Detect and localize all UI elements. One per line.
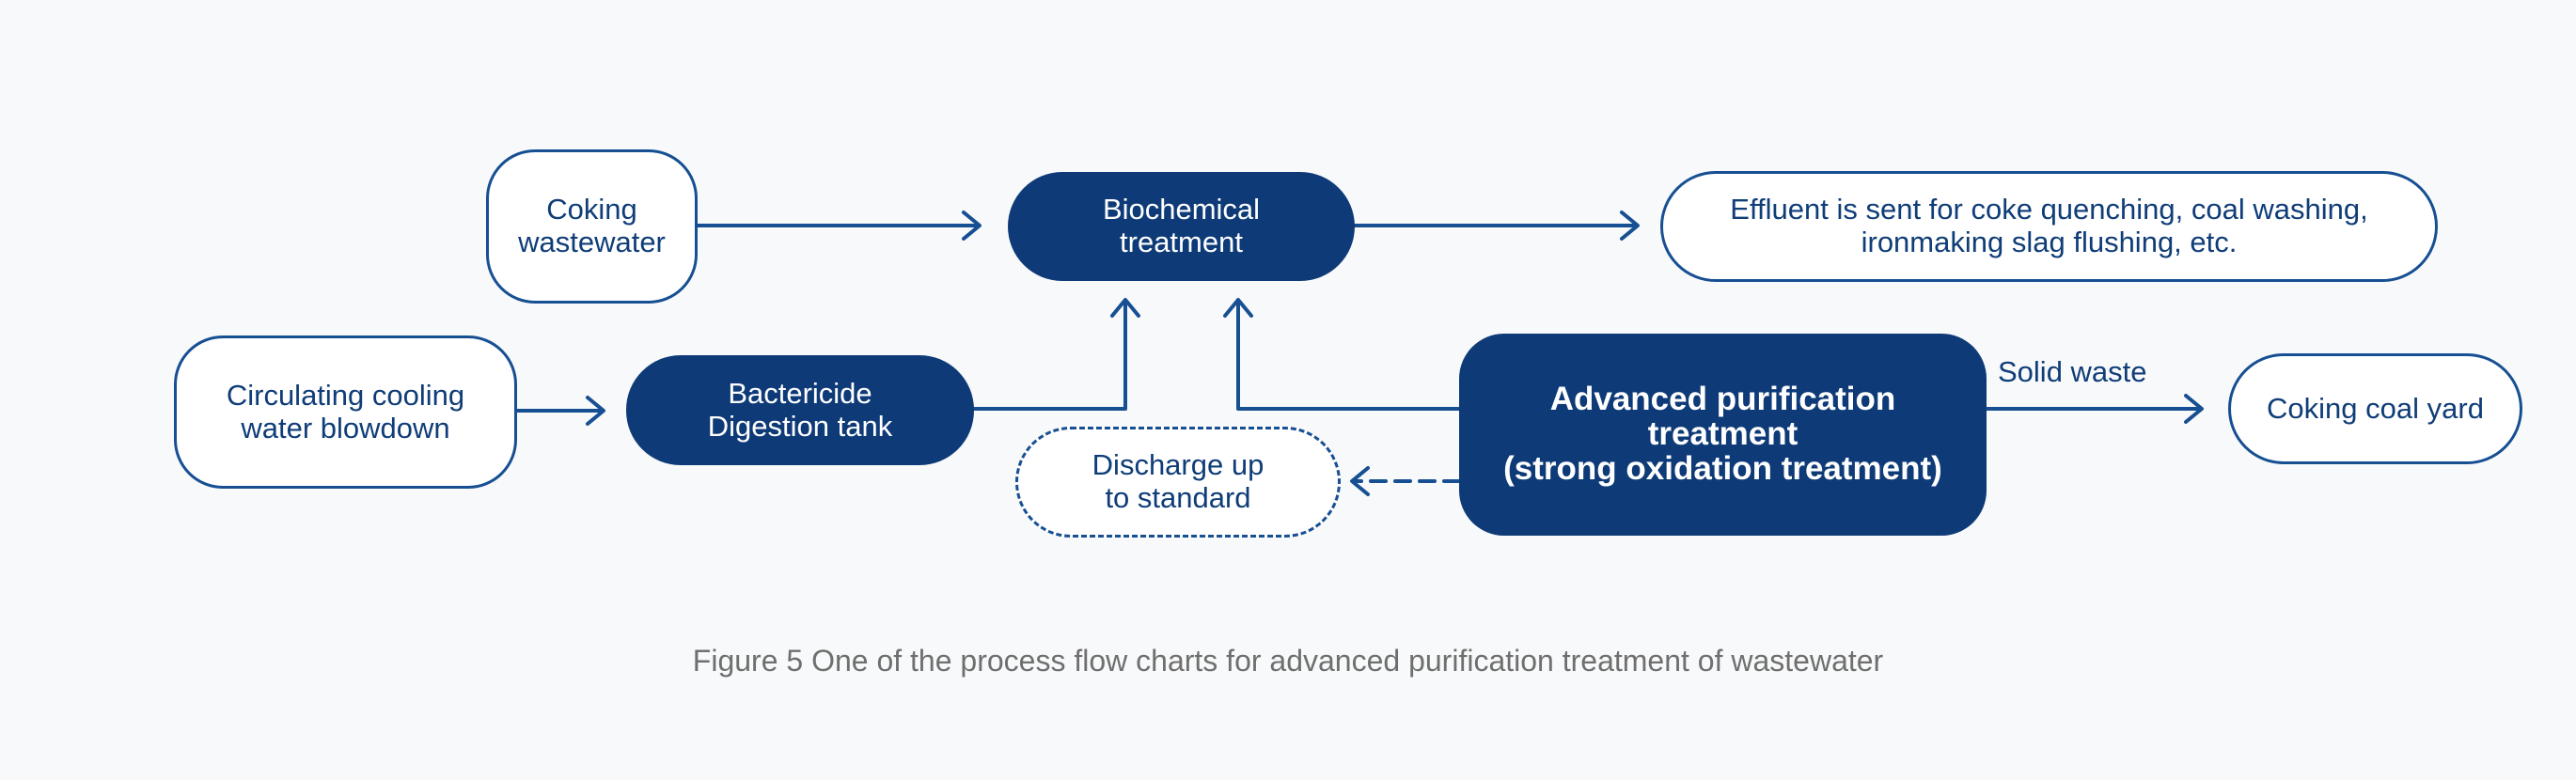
node-effluent-line2: ironmaking slag flushing, etc. <box>1861 226 2238 258</box>
node-bactericide-tank: Bactericide Digestion tank <box>626 355 974 465</box>
arrow-advanced-to-biochemical <box>1236 301 1461 411</box>
node-advanced-line1: Advanced purification <box>1549 381 1896 418</box>
arrowhead-coking-to-biochemical <box>962 211 982 241</box>
node-biochemical-line1: Biochemical <box>1102 193 1261 226</box>
arrowhead-circulating-to-bactericide <box>586 396 605 426</box>
node-effluent-line1: Effluent is sent for coke quenching, coa… <box>1730 193 2368 226</box>
node-advanced-line3: (strong oxidation treatment) <box>1503 449 1942 487</box>
arrow-bactericide-to-biochemical <box>970 301 1127 411</box>
node-circulating-cooling-water: Circulating cooling water blowdown <box>174 335 517 489</box>
node-effluent: Effluent is sent for coke quenching, coa… <box>1660 171 2438 282</box>
node-coking-wastewater-line2: wastewater <box>518 226 666 258</box>
node-discharge-line1: Discharge up <box>1092 448 1264 482</box>
node-coking-wastewater: Coking wastewater <box>486 149 698 304</box>
node-coking-wastewater-line1: Coking <box>546 193 637 226</box>
node-coking-coal-yard: Coking coal yard <box>2228 353 2522 464</box>
arrowhead-advanced-to-discharge <box>1350 466 1370 496</box>
node-coal-yard-line1: Coking coal yard <box>2267 391 2484 425</box>
node-biochemical-line2: treatment <box>1120 226 1243 258</box>
node-discharge-line2: to standard <box>1105 481 1251 514</box>
node-biochemical-treatment: Biochemical treatment <box>1008 172 1355 281</box>
node-circulating-line1: Circulating cooling <box>226 378 465 412</box>
node-advanced-purification: Advanced purification treatment (strong … <box>1459 334 1987 536</box>
edge-label-solid-waste: Solid waste <box>1998 355 2147 388</box>
node-discharge: Discharge up to standard <box>1015 427 1341 538</box>
arrowhead-bactericide-to-biochemical <box>1110 298 1140 318</box>
arrowhead-advanced-to-coal-yard <box>2184 394 2204 424</box>
node-bactericide-line2: Digestion tank <box>707 409 893 443</box>
arrowhead-advanced-to-biochemical <box>1223 298 1253 318</box>
node-bactericide-line1: Bactericide <box>728 376 872 410</box>
node-circulating-line2: water blowdown <box>241 411 450 445</box>
node-advanced-line2: treatment <box>1647 415 1798 453</box>
arrowhead-biochemical-to-effluent <box>1620 211 1640 241</box>
figure-caption: Figure 5 One of the process flow charts … <box>692 644 1884 678</box>
